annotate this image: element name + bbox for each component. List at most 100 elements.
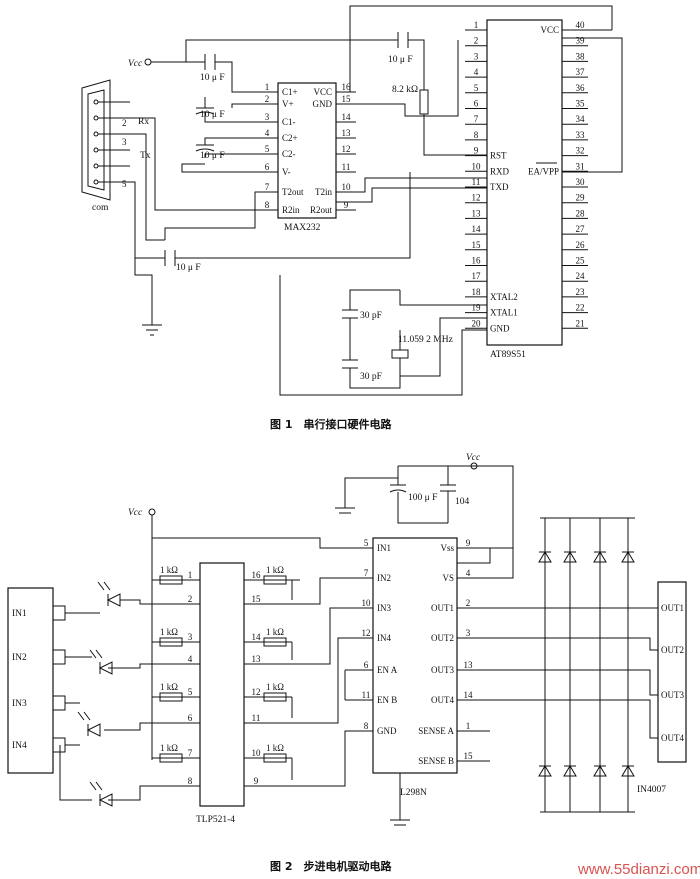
at89-pin-label: VCC <box>540 25 559 35</box>
resistor-left <box>159 753 183 763</box>
cap3-label: 10 μ F <box>200 151 225 161</box>
at89-pin-num: 14 <box>472 224 482 234</box>
at89-pin-num: 4 <box>474 67 479 77</box>
at89-pin-num: 40 <box>576 20 586 30</box>
led-icon <box>86 723 101 737</box>
tx-label: Tx <box>140 151 151 161</box>
max232-pin-label: T2out <box>282 187 304 197</box>
diode-icon <box>593 551 607 563</box>
at89-pin-num: 9 <box>474 146 479 156</box>
at89-pin-num: 29 <box>576 193 586 203</box>
xtal-cap1-label: 30 pF <box>360 311 382 321</box>
wire <box>292 577 352 605</box>
at89-pin-num: 30 <box>576 177 586 187</box>
at89-pin-num: 8 <box>474 130 479 140</box>
diode-icon <box>621 765 635 777</box>
at89-pin-label: XTAL2 <box>490 292 518 302</box>
max232-pin-label: C2- <box>282 149 296 159</box>
l298-pin-num: 7 <box>364 568 369 578</box>
at89-pin-num: 31 <box>576 161 585 171</box>
tlp-pin-num: 2 <box>188 594 193 604</box>
wire <box>292 637 352 724</box>
diode-icon <box>563 551 577 563</box>
l298-pin-label: Vss <box>440 543 454 553</box>
diode-icon <box>538 765 552 777</box>
fig2-capacitors <box>335 465 514 549</box>
wire <box>59 745 92 801</box>
l298-pin-label: OUT3 <box>431 665 454 675</box>
max232-pin-num: 2 <box>265 94 270 104</box>
input-label: IN4 <box>12 741 27 751</box>
cap1-label: 10 μ F <box>200 73 225 83</box>
tlp-pin-num: 3 <box>188 632 193 642</box>
vcc-terminal-fig2a <box>148 508 156 516</box>
crystal-label: 11.059 2 MHz <box>398 335 453 345</box>
output-label: OUT3 <box>661 690 684 700</box>
wire <box>108 785 200 801</box>
tlp521-name: TLP521-4 <box>196 815 235 825</box>
at89-pin-num: 37 <box>576 67 586 77</box>
diode-icon <box>538 551 552 563</box>
l298-pin-num: 12 <box>362 628 371 638</box>
at89-pin-num: 7 <box>474 114 479 124</box>
resistor-right <box>263 692 287 702</box>
max232-pin-num: 9 <box>344 200 349 210</box>
l298-pin-num: 10 <box>362 598 372 608</box>
l298n-chip <box>372 537 458 774</box>
wire <box>108 663 152 669</box>
at89-pin-num: 21 <box>576 318 585 328</box>
max232-pin-label: T2in <box>315 187 332 197</box>
led-icon <box>106 593 121 607</box>
l298-pin-label: EN B <box>377 695 397 705</box>
tlp-pin-num: 11 <box>252 713 261 723</box>
l298-pin-num: 14 <box>464 690 474 700</box>
max232-pin-num: 1 <box>265 82 270 92</box>
cap4-label: 10 μ F <box>388 55 413 65</box>
at89-pin-num: 5 <box>474 83 479 93</box>
l298-pin-label: OUT4 <box>431 695 454 705</box>
db9-inner <box>87 89 105 191</box>
l298-pin-label: IN2 <box>377 573 391 583</box>
at89-pin-num: 13 <box>472 208 482 218</box>
wire <box>244 730 352 787</box>
at89-pin-num: 15 <box>472 240 482 250</box>
wire <box>490 548 514 579</box>
max232-pin-label: VCC <box>313 87 332 97</box>
at89s51-name: AT89S51 <box>490 350 526 360</box>
l298-pin-num: 11 <box>362 690 371 700</box>
resistor-label: 8.2 kΩ <box>392 85 418 95</box>
wire <box>120 599 152 605</box>
resistor-right-label: 1 kΩ <box>266 627 284 637</box>
tlp-pin-num: 4 <box>188 654 193 664</box>
fig1-wires <box>130 5 623 396</box>
max232-pin-label: C1- <box>282 117 296 127</box>
at89-pin-label: RXD <box>490 166 510 176</box>
at89-pin-num: 23 <box>576 287 586 297</box>
max232-pin-num: 7 <box>265 182 270 192</box>
at89-pin-num: 19 <box>472 303 482 313</box>
led-icon <box>98 661 113 675</box>
l298-pin-num: 13 <box>464 660 474 670</box>
l298-pin-label: SENSE B <box>418 756 454 766</box>
fig2-wires <box>59 515 514 826</box>
tlp-pin-num: 8 <box>188 776 193 786</box>
at89-pin-num: 28 <box>576 208 586 218</box>
at89-pin-num: 35 <box>576 99 586 109</box>
output-wire <box>490 637 658 651</box>
tlp-pin-num: 10 <box>252 748 262 758</box>
tlp-pin-num: 16 <box>252 570 262 580</box>
max232-pin-num: 13 <box>342 128 352 138</box>
input-label: IN2 <box>12 653 27 663</box>
input-terminal <box>52 605 66 621</box>
max232-name: MAX232 <box>284 223 321 233</box>
at89-pin-num: 17 <box>472 271 482 281</box>
diode-icon <box>563 765 577 777</box>
input-terminal <box>52 695 66 711</box>
at89-pin-num: 39 <box>576 36 586 46</box>
bridge-rail <box>540 517 635 813</box>
